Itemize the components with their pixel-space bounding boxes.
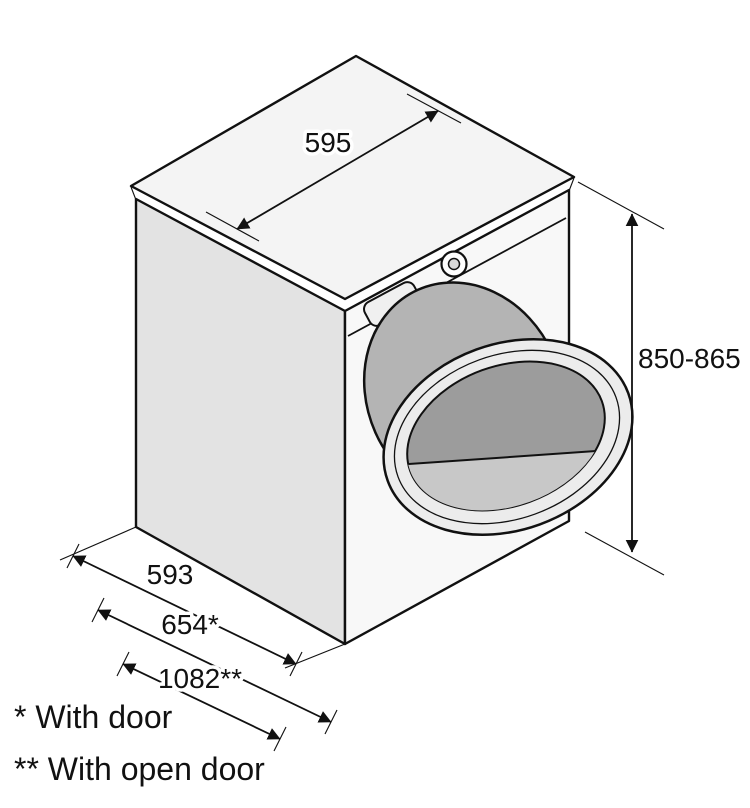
door-rim-ring: [393, 349, 621, 525]
dim-depth-open-line: [122, 663, 281, 740]
dim-depth-open-label: 1082**: [158, 663, 242, 694]
rim-edge-left: [130, 186, 137, 201]
machine-body: [129, 54, 634, 646]
dim-depth-label: 593: [147, 559, 194, 590]
footnote-with-open-door: ** With open door: [14, 751, 265, 787]
dim-width-tick-left: [205, 211, 260, 242]
dim-width-label: 595: [305, 127, 352, 158]
footnote-with-door: * With door: [14, 699, 173, 735]
dim-height-ext-top: [577, 181, 665, 230]
dim-width-line: [236, 110, 439, 230]
dim-depth-door-label: 654*: [161, 609, 219, 640]
dim-depth-ext-left: [59, 526, 137, 561]
knob-center: [447, 257, 461, 271]
dim-height-ext-bottom: [584, 531, 665, 576]
rim-edge-right: [568, 177, 575, 192]
dim-depth-ext-right: [284, 643, 346, 669]
dim-height-label: 850-865: [638, 343, 741, 374]
dim-depth-with-open-door: 1082**: [116, 651, 287, 752]
dim-height: 850-865: [577, 181, 744, 576]
dim-depth: 593: [59, 526, 346, 677]
dim-width-tick-right: [406, 93, 462, 124]
dim-width: 595: [205, 93, 462, 242]
